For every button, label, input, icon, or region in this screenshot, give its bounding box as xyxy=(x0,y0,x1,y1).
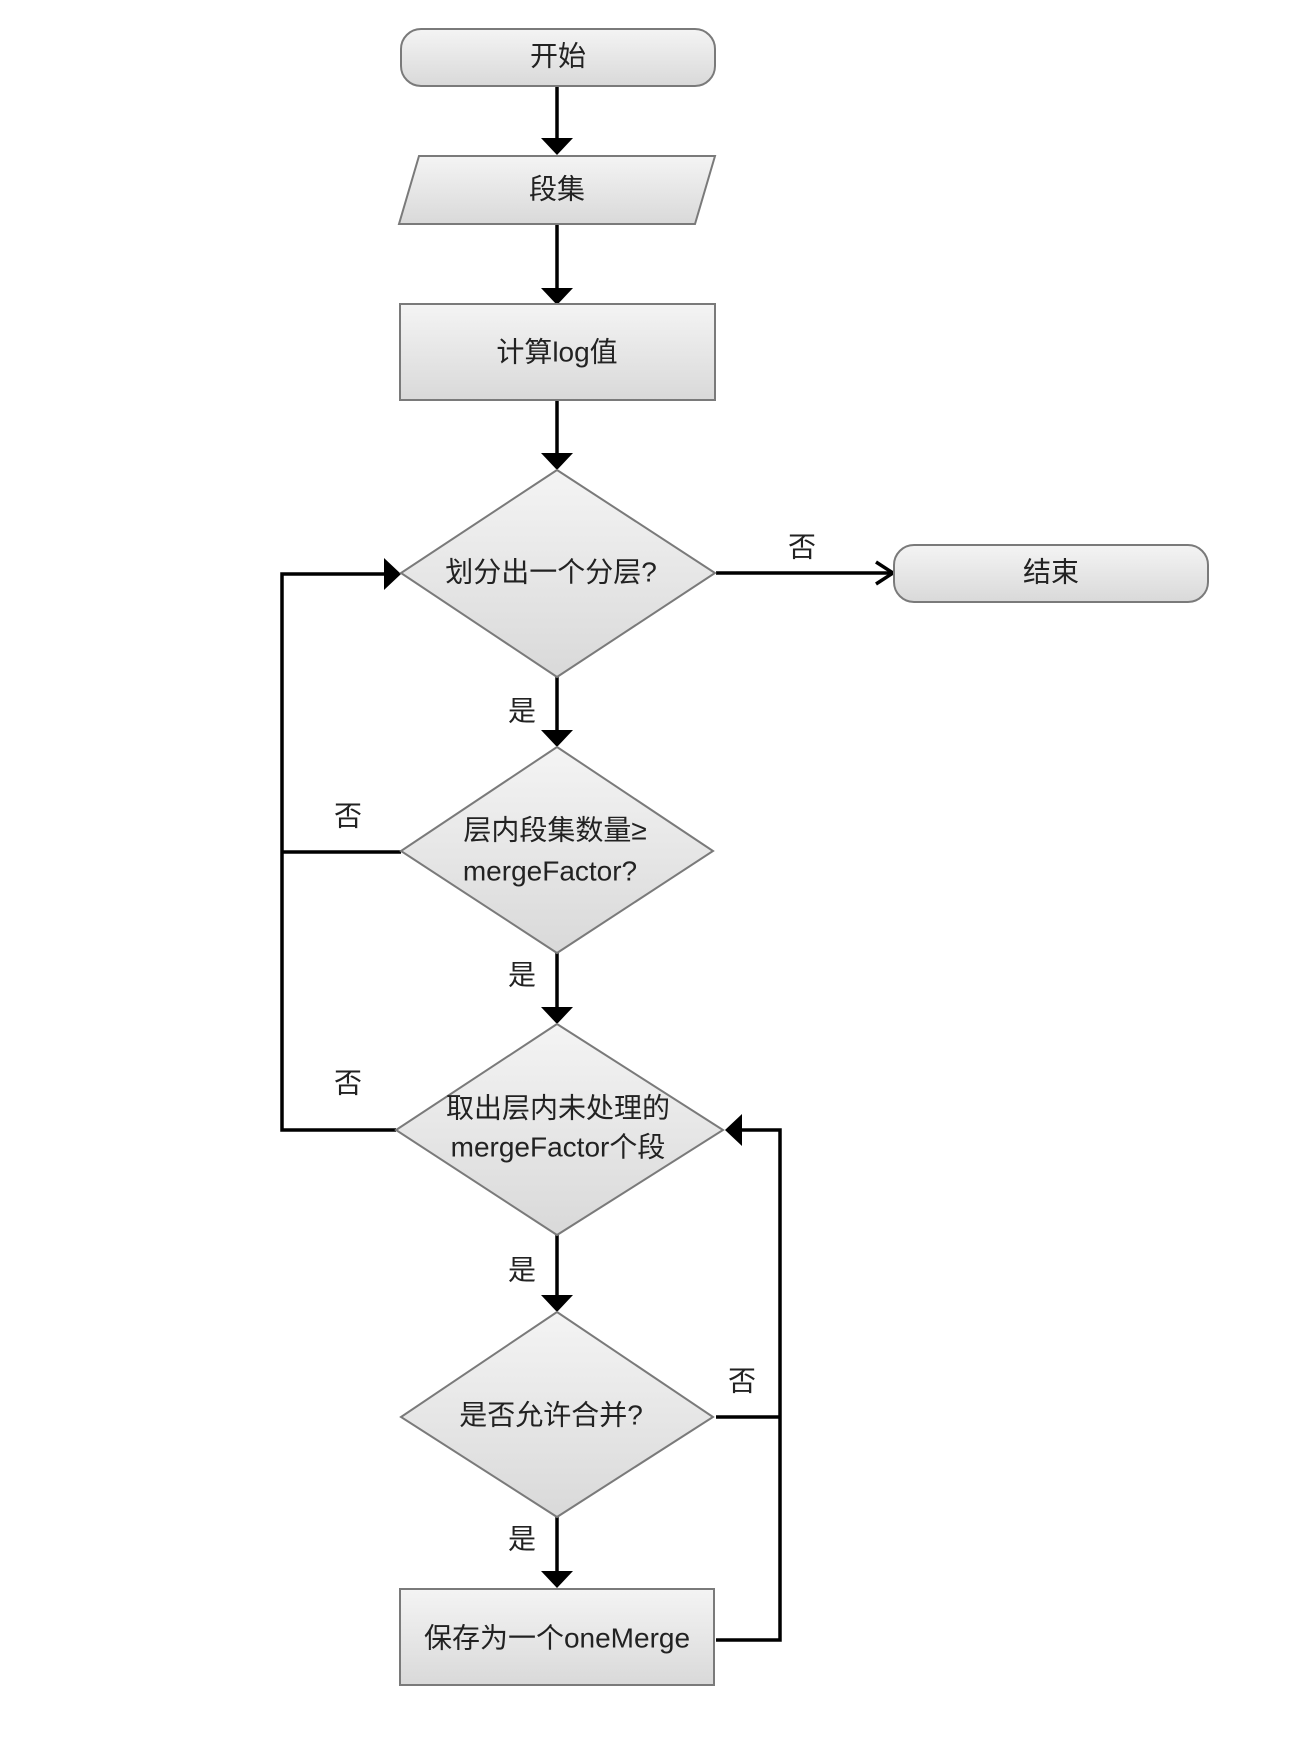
end-node: 结束 xyxy=(893,544,1209,603)
layer-count-shape xyxy=(399,745,715,955)
layer-count-line1: 层内段集数量≥ xyxy=(463,814,646,845)
edge-label-count-no: 否 xyxy=(334,800,362,831)
segments-label: 段集 xyxy=(529,173,585,204)
end-label: 结束 xyxy=(1023,556,1079,587)
arrowhead-take-right xyxy=(725,1114,742,1146)
arrowhead-count xyxy=(541,730,573,747)
segments-node: 段集 xyxy=(397,155,717,225)
edge-label-count-yes: 是 xyxy=(508,959,536,990)
start-label: 开始 xyxy=(530,40,586,71)
take-segments-line2: mergeFactor个段 xyxy=(451,1131,666,1162)
edges xyxy=(280,86,897,1642)
edge-label-divide-yes: 是 xyxy=(508,695,536,726)
compute-log-shape xyxy=(399,303,716,401)
divide-layer-shape xyxy=(399,468,717,679)
arrowhead-allow xyxy=(541,1295,573,1312)
save-onemerge-label: 保存为一个oneMerge xyxy=(424,1622,690,1653)
compute-log-node: 计算log值 xyxy=(399,303,716,401)
arrowhead-divide xyxy=(541,453,573,470)
arrowhead-save xyxy=(541,1571,573,1588)
save-onemerge-shape xyxy=(399,1588,715,1686)
edge-label-allow-yes: 是 xyxy=(508,1523,536,1554)
layer-count-node: 层内段集数量≥ mergeFactor? xyxy=(399,745,715,955)
take-segments-shape xyxy=(394,1022,725,1237)
edge-right-loop xyxy=(716,1128,782,1642)
segments-shape xyxy=(397,155,717,225)
allow-merge-shape xyxy=(399,1310,715,1519)
compute-log-label: 计算log值 xyxy=(496,336,617,367)
layer-count-line2: mergeFactor? xyxy=(463,855,637,886)
arrowhead-segments xyxy=(541,138,573,155)
edge-label-take-no: 否 xyxy=(334,1067,362,1098)
edge-label-divide-no: 否 xyxy=(788,531,816,562)
arrowhead-compute xyxy=(541,288,573,305)
arrowhead-take xyxy=(541,1007,573,1024)
start-shape xyxy=(400,28,716,87)
arrowhead-divide-left xyxy=(384,558,401,590)
edge-label-allow-no: 否 xyxy=(728,1365,756,1396)
start-node: 开始 xyxy=(400,28,716,87)
edge-labels: 否 是 否 是 否 是 否 是 xyxy=(334,531,816,1554)
take-segments-line1: 取出层内未处理的 xyxy=(446,1092,670,1123)
end-shape xyxy=(893,544,1209,603)
save-onemerge-node: 保存为一个oneMerge xyxy=(399,1588,715,1686)
allow-merge-node: 是否允许合并? xyxy=(399,1310,715,1519)
allow-merge-label: 是否允许合并? xyxy=(459,1399,643,1430)
edge-label-take-yes: 是 xyxy=(508,1254,536,1285)
divide-layer-node: 划分出一个分层? xyxy=(399,468,717,679)
take-segments-node: 取出层内未处理的 mergeFactor个段 xyxy=(394,1022,725,1237)
divide-layer-label: 划分出一个分层? xyxy=(445,556,657,587)
